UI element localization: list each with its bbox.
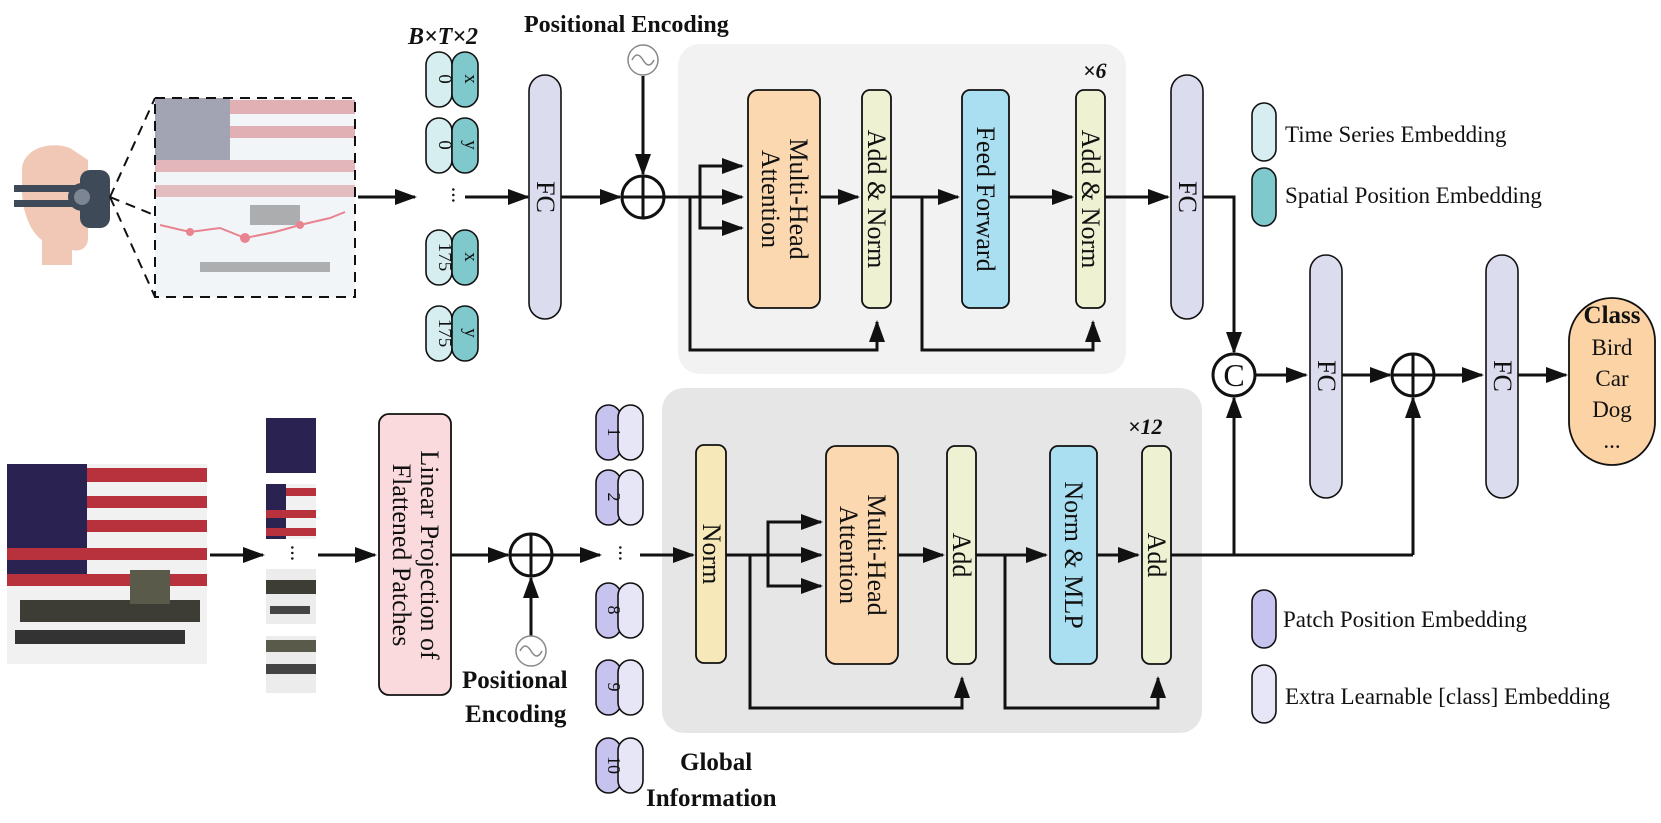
svg-text:y: y (460, 140, 481, 150)
svg-text:Spatial Position Embedding: Spatial Position Embedding (1285, 183, 1542, 208)
svg-text:Add: Add (1142, 533, 1171, 578)
add-norm-top-1: Add & Norm (861, 89, 892, 309)
svg-text:1: 1 (604, 428, 624, 437)
top-transformer-panel (678, 44, 1126, 374)
global-information-label-2: Information (646, 785, 777, 812)
linear-projection-box: Linear Projection of Flattened Patches (378, 413, 452, 696)
eye-tracker-head-icon (14, 145, 110, 265)
view-cone (109, 97, 356, 298)
positional-encoding-top-label: Positional Encoding (524, 12, 729, 38)
global-information-label-1: Global (680, 749, 752, 776)
svg-text:Time Series Embedding: Time Series Embedding (1285, 122, 1507, 147)
svg-text:x: x (460, 252, 481, 262)
svg-text:FC: FC (531, 181, 560, 213)
svg-text:Patch Position Embedding: Patch Position Embedding (1283, 607, 1528, 632)
svg-text:FC: FC (1312, 360, 1341, 392)
svg-text:Attention: Attention (834, 506, 863, 604)
norm-bottom: Norm (695, 444, 727, 664)
repeat-x6-label: ×6 (1083, 58, 1107, 83)
svg-text:Attention: Attention (756, 150, 785, 248)
svg-text:8: 8 (604, 606, 624, 615)
svg-text:Multi-Head: Multi-Head (784, 138, 813, 259)
legend-time-series: Time Series Embedding (1251, 102, 1507, 162)
token-0-x: 0 x (425, 51, 481, 108)
svg-text:Linear Projection of: Linear Projection of (415, 450, 444, 660)
patch-8 (266, 569, 316, 624)
svg-text:C: C (1223, 357, 1244, 393)
norm-mlp-bottom: Norm & MLP (1049, 445, 1098, 665)
patch-token-10: 10 (595, 737, 644, 794)
patch-1 (266, 418, 316, 473)
patch-token-ellipsis: ... (614, 545, 639, 562)
token-175-x: 175 x (425, 229, 481, 286)
svg-text:175: 175 (434, 319, 455, 348)
patch-9 (266, 636, 316, 693)
sine-wave-icon-top (627, 44, 659, 76)
input-shape-label: B×T×2 (407, 24, 478, 50)
legend-extra-class: Extra Learnable [class] Embedding (1251, 664, 1611, 724)
token-175-y: 175 y (425, 305, 481, 362)
fc-fusion-2: FC (1485, 254, 1519, 499)
svg-text:Flattened Patches: Flattened Patches (387, 464, 416, 647)
svg-text:9: 9 (604, 683, 624, 692)
token-0-y: 0 y (425, 117, 481, 174)
time-series-tokens: 0 x 0 y ... 175 x 175 y (425, 51, 481, 362)
concat-operator: C (1211, 352, 1257, 398)
add-norm-top-2: Add & Norm (1075, 89, 1106, 309)
video-frame-gaze-image (154, 97, 356, 298)
patch-ellipsis: ... (286, 545, 311, 562)
patch-token-9: 9 (595, 659, 644, 716)
multi-head-attention-top: Multi-Head Attention (747, 89, 821, 309)
svg-text:y: y (460, 328, 481, 338)
class-item-dog: Dog (1592, 397, 1632, 422)
fc-top-output: FC (1170, 74, 1204, 320)
repeat-x12-label: ×12 (1128, 414, 1163, 439)
token-ellipsis: ... (447, 187, 472, 204)
add-operator-fusion (1390, 352, 1436, 398)
image-patches: ... (266, 418, 316, 693)
class-item-car: Car (1595, 366, 1629, 391)
svg-text:Extra Learnable [class] Embedd: Extra Learnable [class] Embedding (1285, 684, 1611, 709)
patch-2 (266, 484, 316, 539)
patch-tokens: 1 2 ... 8 9 10 (595, 404, 644, 794)
class-output-box: Class Bird Car Dog ... (1568, 297, 1656, 466)
fc-fusion-1: FC (1309, 254, 1343, 499)
svg-text:Norm: Norm (697, 524, 726, 585)
class-item-bird: Bird (1592, 335, 1633, 360)
svg-text:Feed Forward: Feed Forward (971, 126, 1000, 271)
positional-encoding-bottom-label-1: Positional (462, 667, 568, 694)
fc-top-input: FC (528, 74, 562, 320)
svg-text:2: 2 (604, 493, 624, 502)
bottom-transformer-panel (662, 388, 1202, 733)
svg-text:FC: FC (1173, 181, 1202, 213)
add-operator-top (620, 174, 666, 220)
class-item-ellipsis: ... (1603, 428, 1620, 453)
svg-text:Add & Norm: Add & Norm (1076, 130, 1105, 269)
legend-patch-position: Patch Position Embedding (1251, 589, 1528, 649)
svg-text:Add & Norm: Add & Norm (862, 130, 891, 269)
svg-text:0: 0 (434, 74, 455, 84)
svg-text:Norm & MLP: Norm & MLP (1059, 481, 1088, 628)
patch-token-1: 1 (595, 404, 644, 461)
svg-text:x: x (460, 74, 481, 84)
svg-text:Add: Add (947, 533, 976, 578)
svg-text:FC: FC (1488, 360, 1517, 392)
video-frame-image-bottom (7, 464, 207, 664)
svg-text:175: 175 (434, 243, 455, 272)
sine-wave-icon-bottom (515, 635, 547, 667)
patch-token-8: 8 (595, 582, 644, 639)
svg-text:0: 0 (434, 140, 455, 150)
legend-spatial-position: Spatial Position Embedding (1251, 167, 1542, 227)
add-bottom-1: Add (946, 445, 977, 665)
patch-token-2: 2 (595, 469, 644, 526)
add-bottom-2: Add (1141, 445, 1172, 665)
class-title: Class (1584, 302, 1641, 329)
svg-text:Multi-Head: Multi-Head (862, 494, 891, 615)
svg-text:10: 10 (604, 756, 624, 774)
positional-encoding-bottom-label-2: Encoding (465, 701, 567, 728)
feed-forward-top: Feed Forward (961, 89, 1010, 309)
add-operator-bottom (508, 532, 554, 578)
multi-head-attention-bottom: Multi-Head Attention (825, 445, 899, 665)
